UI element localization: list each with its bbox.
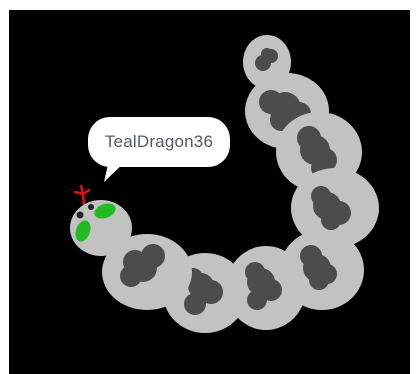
snake-head (70, 184, 132, 256)
snake-layer (70, 35, 379, 333)
player-name-bubble: TealDragon36 (88, 117, 230, 167)
snake-segment (102, 234, 192, 310)
snake-tongue (73, 184, 91, 208)
snake-eye (75, 220, 91, 242)
snake-segment (291, 168, 379, 248)
snake-segment (226, 246, 306, 330)
snake-eye (94, 203, 116, 219)
player-name: TealDragon36 (104, 132, 214, 151)
game-canvas[interactable]: TealDragon36 (9, 10, 410, 374)
